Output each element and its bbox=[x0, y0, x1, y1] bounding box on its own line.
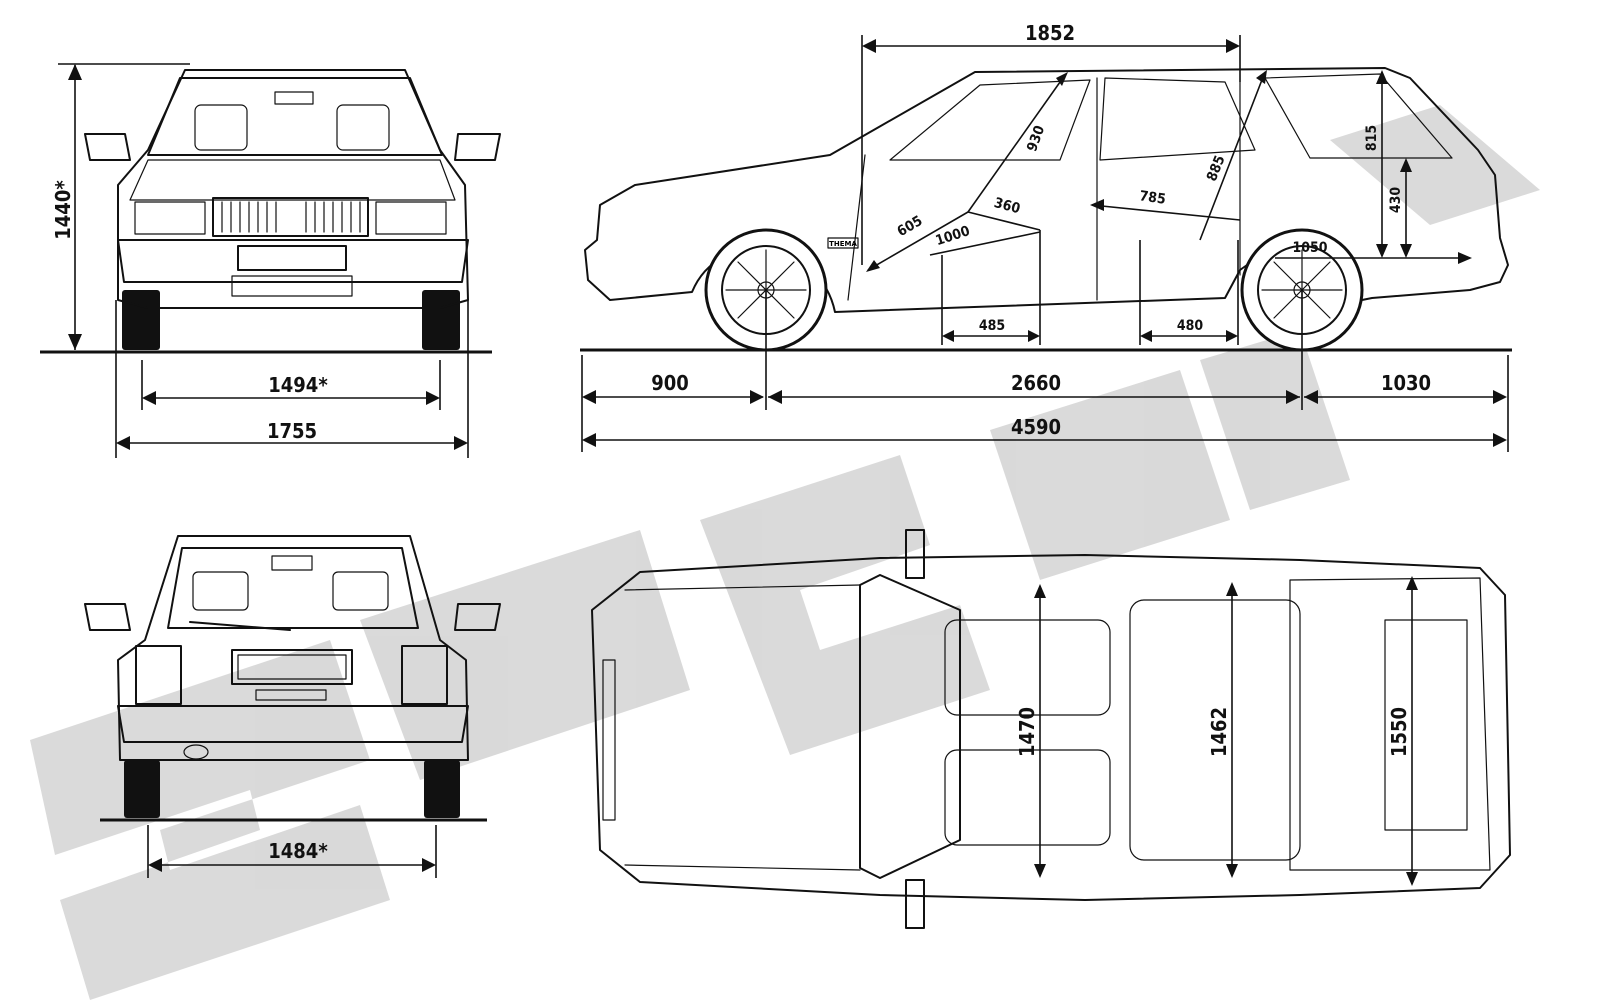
front-right-tyre bbox=[422, 290, 460, 350]
wheelbase-label: 2660 bbox=[1011, 371, 1061, 395]
rear-right-tyre bbox=[424, 760, 460, 818]
rear-headroom-label: 885 bbox=[1204, 153, 1229, 183]
front-overhang-label: 900 bbox=[651, 371, 689, 395]
front-view: 1440* 1494* 1755 bbox=[40, 63, 501, 458]
rear-step-label: 480 bbox=[1177, 318, 1204, 334]
top-view: 1470 1462 1550 bbox=[591, 529, 1511, 929]
front-track-label: 1494* bbox=[268, 373, 328, 397]
front-step-label: 485 bbox=[979, 318, 1005, 334]
rear-left-tyre bbox=[124, 760, 160, 818]
load-sill-height-label: 430 bbox=[1388, 187, 1404, 214]
rear-track-label: 1484* bbox=[268, 839, 328, 863]
side-badge: THEMA bbox=[829, 240, 857, 248]
load-width-label: 1550 bbox=[1387, 707, 1411, 757]
seat-depth-label: 360 bbox=[992, 195, 1022, 217]
overall-length-label: 4590 bbox=[1011, 415, 1061, 439]
front-width-label: 1755 bbox=[267, 419, 317, 443]
front-left-tyre bbox=[122, 290, 160, 350]
roof-length-label: 1852 bbox=[1025, 21, 1075, 45]
rear-legroom-label: 785 bbox=[1138, 188, 1166, 208]
front-interior-width-label: 1470 bbox=[1015, 707, 1039, 757]
seat-cushion-label: 605 bbox=[895, 213, 926, 240]
front-height-label: 1440* bbox=[51, 180, 75, 240]
rear-window-height-label: 815 bbox=[1364, 125, 1380, 151]
rear-view: 1484* bbox=[84, 535, 501, 878]
rear-interior-width-label: 1462 bbox=[1207, 707, 1231, 757]
rear-overhang-label: 1030 bbox=[1381, 371, 1431, 395]
load-length-label: 1050 bbox=[1292, 240, 1327, 256]
front-legroom-label: 1000 bbox=[934, 223, 973, 249]
watermark bbox=[30, 105, 1540, 1000]
side-view: THEMA 1852 605 930 360 1000 785 885 815 … bbox=[580, 21, 1512, 452]
